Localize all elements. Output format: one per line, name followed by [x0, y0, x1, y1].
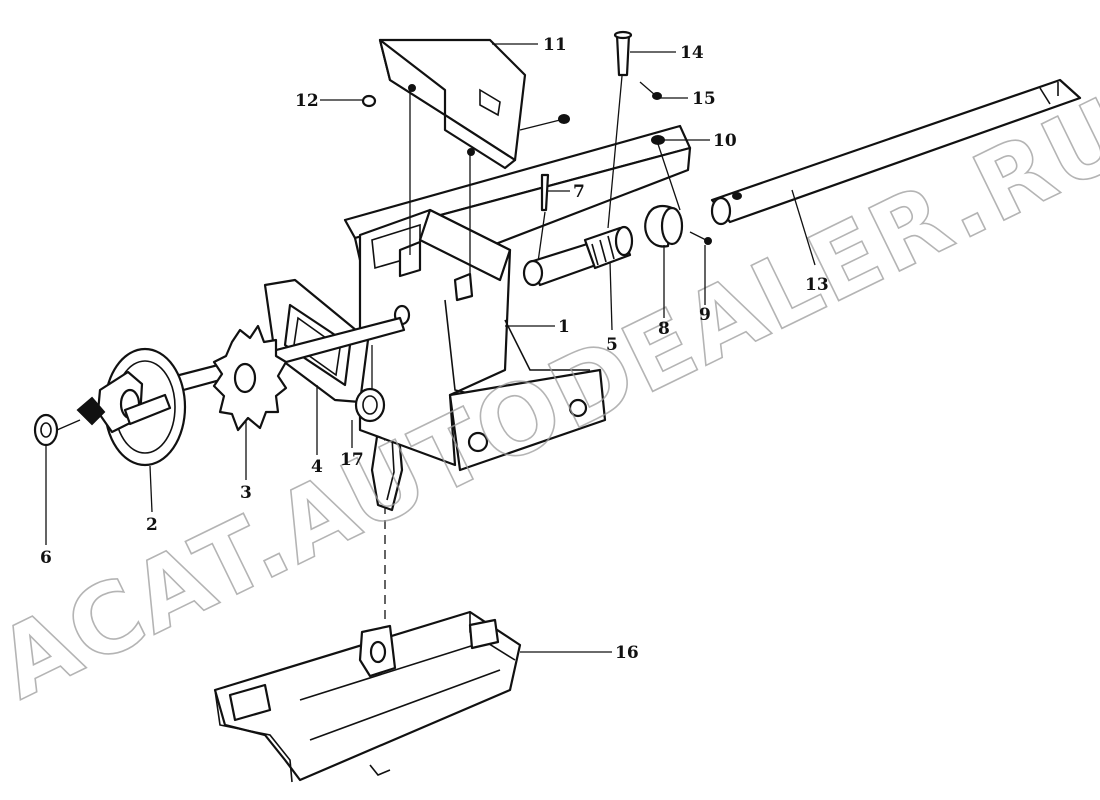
part-16-base-bracket — [213, 610, 522, 783]
callout-14: 14 — [680, 43, 704, 63]
part-13-shaft — [710, 78, 1082, 226]
callout-2: 2 — [146, 515, 158, 535]
part-3-sprocket — [212, 324, 288, 432]
callout-9: 9 — [699, 305, 711, 325]
part-1-housing — [358, 208, 607, 472]
part-7-pin — [537, 173, 550, 263]
callout-16: 16 — [615, 643, 639, 663]
part-9-set-screw — [689, 231, 712, 245]
callout-17: 17 — [340, 450, 364, 470]
callout-leaders — [45, 43, 816, 653]
callout-12: 12 — [295, 91, 319, 111]
part-15-screw — [639, 81, 662, 100]
part-8-collar — [644, 204, 684, 248]
callout-15: 15 — [692, 89, 716, 109]
callout-13: 13 — [805, 275, 829, 295]
callout-1: 1 — [558, 317, 570, 337]
part-6-washer — [33, 413, 81, 447]
callout-8: 8 — [658, 319, 670, 339]
callout-3: 3 — [240, 483, 252, 503]
callout-4: 4 — [311, 457, 323, 477]
callout-labels: 11 12 14 15 10 7 13 1 5 8 9 2 3 4 6 17 1… — [40, 35, 829, 663]
callout-11: 11 — [543, 35, 567, 55]
part-5-gear-shaft — [522, 225, 634, 287]
callout-6: 6 — [40, 548, 52, 568]
part-12-screw — [361, 94, 377, 108]
part-14-pin — [607, 30, 633, 229]
part-2-hub — [76, 347, 187, 467]
callout-10: 10 — [713, 131, 737, 151]
cover-bolt — [519, 114, 570, 131]
part-11-cover — [378, 38, 527, 275]
callout-7: 7 — [573, 182, 585, 202]
part-17-ring — [354, 345, 386, 423]
callout-5: 5 — [606, 335, 618, 355]
